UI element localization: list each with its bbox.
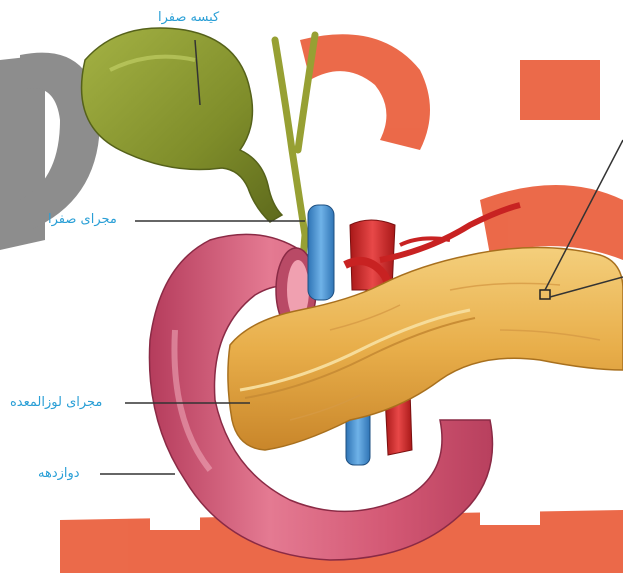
label-pancreatic-duct: مجرای لوزالمعده (10, 395, 102, 411)
label-bile-duct: مجرای صفرا (48, 212, 117, 228)
label-gallbladder: کیسه صفرا (158, 10, 219, 26)
label-duodenum: دوازدهه (38, 466, 80, 482)
gallbladder (82, 28, 282, 222)
